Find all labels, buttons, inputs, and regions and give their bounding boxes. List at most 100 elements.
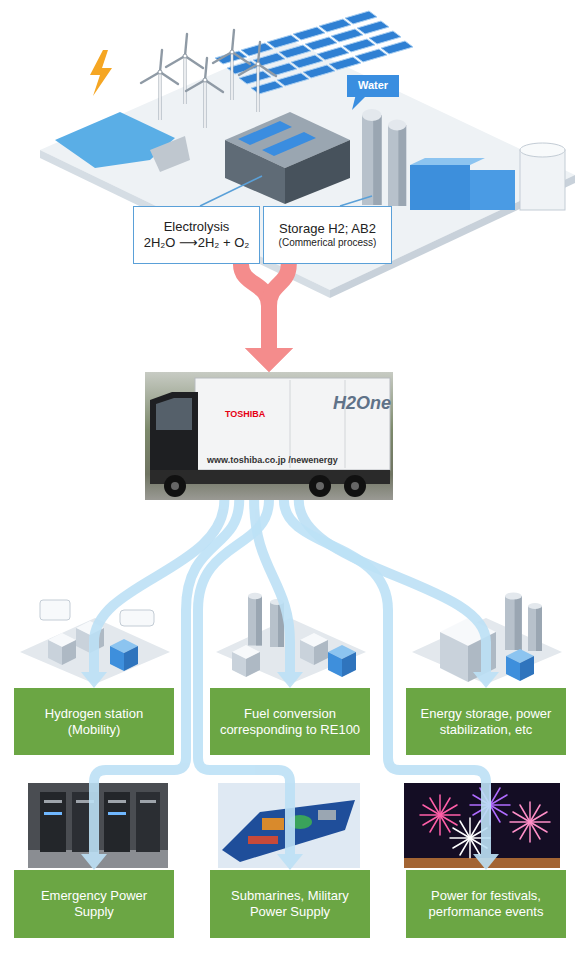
- truck-picture: [150, 392, 198, 478]
- flow-arrow-line: [284, 500, 486, 854]
- wind-farm: [213, 30, 250, 100]
- lightning-bolt: [90, 50, 112, 96]
- wind-farm: [141, 30, 276, 128]
- solar-field: [291, 55, 323, 68]
- storage-plant: [410, 165, 470, 210]
- node-text: Water: [358, 79, 388, 92]
- wind-farm: [186, 58, 223, 128]
- flow-arrow: [299, 500, 499, 688]
- truck-picture: [344, 475, 366, 497]
- node-text: Hydrogen station (Mobility): [20, 706, 168, 737]
- node-text: Power for festivals, performance events: [412, 888, 560, 919]
- fireworks-photo: [510, 802, 550, 842]
- energy-storage-picture: [528, 603, 542, 651]
- leader-line: [200, 176, 262, 206]
- flow-arrow: [284, 500, 499, 870]
- application-box: Fuel conversion corresponding to RE100: [210, 688, 370, 755]
- arrow-head: [81, 854, 107, 870]
- process-box: Electrolysis2H₂O ⟶2H₂ + O₂: [133, 206, 260, 264]
- server-room-photo: [44, 800, 62, 803]
- energy-plant-illustration: [150, 136, 190, 172]
- energy-plant-illustration: [40, 40, 575, 290]
- solar-field: [381, 41, 413, 54]
- leader-line: [340, 196, 372, 206]
- solar-field: [303, 65, 335, 78]
- solar-field: [265, 63, 297, 76]
- solar-field: [215, 11, 413, 94]
- submarine-picture: [318, 810, 336, 820]
- submarine-picture: [262, 818, 284, 830]
- solar-field: [369, 31, 401, 44]
- truck-photo: TOSHIBAH2Onewww.toshiba.co.jp /newenergy: [145, 372, 393, 500]
- solar-field: [279, 45, 311, 58]
- truck-picture: [156, 398, 192, 430]
- storage-plant: [388, 120, 406, 206]
- truck-picture: [171, 482, 179, 490]
- storage-plant: [362, 109, 565, 210]
- server-room-photo: [140, 800, 156, 803]
- node-text: 2H₂O ⟶2H₂ + O₂: [144, 235, 250, 251]
- node-text: TOSHIBA: [225, 410, 265, 419]
- electrolyser-building: [225, 112, 350, 204]
- flow-arrow: [198, 500, 303, 870]
- storage-plant: [520, 150, 565, 210]
- hydrogen-station-picture: [110, 639, 138, 671]
- submarine-picture: [248, 836, 278, 844]
- flow-arrow: [245, 264, 293, 372]
- flow-arrow-line: [198, 500, 290, 854]
- arrow-head: [245, 348, 293, 372]
- truck-picture: [351, 482, 359, 490]
- arrow-head: [245, 348, 293, 372]
- storage-plant: [410, 158, 485, 165]
- wind-farm: [239, 42, 276, 112]
- application-box: Power for festivals, performance events: [406, 870, 566, 938]
- solar-field: [305, 37, 337, 50]
- callout-tag: Water: [347, 75, 399, 97]
- flow-arrow-line: [94, 500, 239, 854]
- electrolyser-building: [285, 140, 350, 204]
- truck-picture: [195, 378, 390, 470]
- node-text: Fuel conversion corresponding to RE100: [216, 706, 364, 737]
- server-room-photo: [104, 792, 130, 852]
- truck-picture: [145, 372, 393, 500]
- wind-farm: [166, 34, 203, 104]
- truck-picture: [164, 475, 186, 497]
- solar-field: [317, 47, 349, 60]
- server-room-photo: [44, 812, 62, 815]
- solar-field: [331, 29, 363, 42]
- arrow-head: [277, 854, 303, 870]
- solar-field: [329, 57, 361, 70]
- hydrogen-station-picture: [48, 633, 76, 665]
- node-text: Storage H2; AB2: [279, 221, 376, 237]
- energy-plant-illustration: [40, 11, 575, 298]
- fuel-conversion-picture: [232, 645, 260, 677]
- server-room-photo: [108, 812, 126, 815]
- truck-picture: [145, 372, 393, 500]
- solar-field: [345, 11, 377, 24]
- arrow-head: [473, 854, 499, 870]
- arrow-head: [473, 672, 499, 688]
- process-box: Storage H2; AB2(Commerical process): [263, 206, 392, 264]
- node-text: www.toshiba.co.jp /newenergy: [207, 456, 338, 465]
- node-text: Electrolysis: [164, 219, 230, 235]
- storage-plant: [470, 170, 515, 210]
- flow-arrow-line: [269, 264, 289, 348]
- arrow-head: [81, 672, 107, 688]
- solar-field: [241, 43, 273, 56]
- server-room-photo: [108, 800, 126, 803]
- truck-picture: [316, 482, 324, 490]
- solar-field: [251, 81, 283, 94]
- fuel-conversion-picture: [300, 633, 328, 665]
- node-text: (Commerical process): [279, 237, 377, 249]
- server-room-photo: [40, 792, 66, 852]
- hydrogen-station-picture: [40, 600, 70, 620]
- node-text: Emergency Power Supply: [20, 888, 168, 919]
- storage-plant: [520, 143, 565, 157]
- solar-field: [357, 21, 389, 34]
- fuel-conversion-picture: [248, 593, 262, 646]
- electrolyser-building: [262, 132, 316, 156]
- solar-field: [293, 27, 325, 40]
- truck-picture: [290, 380, 291, 468]
